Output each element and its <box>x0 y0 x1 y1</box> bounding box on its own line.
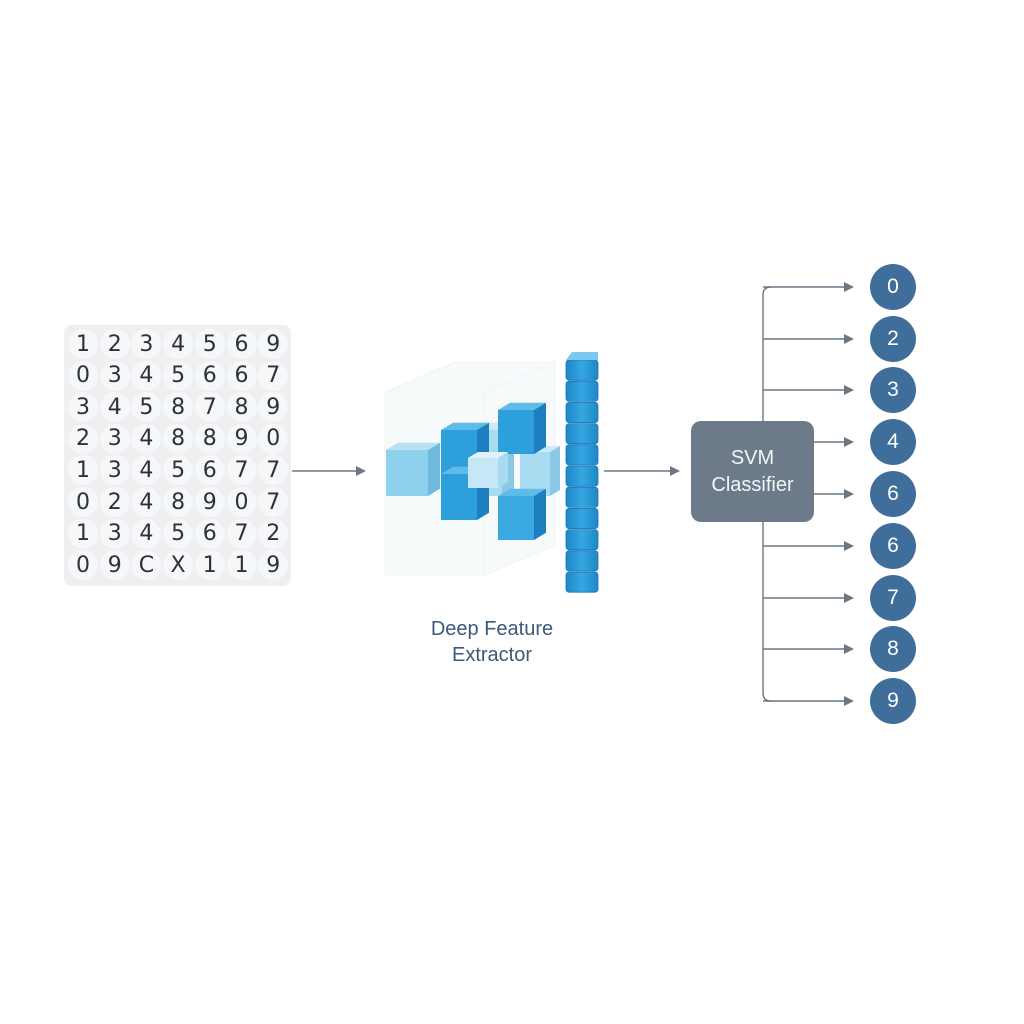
grid-digit: X <box>163 550 194 581</box>
grid-digit: 9 <box>99 550 130 581</box>
feature-vector-cell <box>565 401 599 423</box>
grid-digit: 5 <box>163 455 194 486</box>
grid-digit: 2 <box>99 329 130 359</box>
grid-digit: 5 <box>131 392 162 423</box>
grid-digit: 3 <box>99 423 130 454</box>
grid-digit: 1 <box>68 455 98 486</box>
grid-digit: 4 <box>163 329 194 359</box>
grid-digit: 0 <box>68 360 98 391</box>
grid-digit: 4 <box>131 487 162 517</box>
feature-vector-cell <box>565 529 599 551</box>
grid-digit: 7 <box>194 392 225 423</box>
grid-digit: 7 <box>258 455 289 486</box>
feature-vector-cell <box>565 380 599 402</box>
feature-vector-cap <box>566 352 598 360</box>
grid-digit: 5 <box>163 518 194 549</box>
feature-vector-cell <box>565 359 599 381</box>
grid-digit: 9 <box>194 487 225 517</box>
grid-digit: 6 <box>226 329 257 359</box>
grid-digit: 4 <box>131 455 162 486</box>
grid-digit: 1 <box>68 329 98 359</box>
feature-vector-cell <box>565 550 599 572</box>
output-class-circle: 6 <box>870 523 916 569</box>
extractor-cube <box>386 442 440 496</box>
grid-digit: 4 <box>131 518 162 549</box>
grid-digit: 9 <box>258 329 289 359</box>
grid-digit: 7 <box>258 360 289 391</box>
grid-digit: 3 <box>131 329 162 359</box>
grid-digit: 6 <box>194 518 225 549</box>
grid-digit: 3 <box>99 455 130 486</box>
extractor-cube <box>498 402 546 454</box>
grid-digit: 9 <box>258 550 289 581</box>
grid-digit: 6 <box>194 455 225 486</box>
feature-vector-cell <box>565 486 599 508</box>
grid-digit: 0 <box>226 487 257 517</box>
extractor-cube <box>468 452 508 488</box>
output-class-circle: 2 <box>870 316 916 362</box>
grid-digit: 7 <box>226 455 257 486</box>
grid-digit: 2 <box>258 518 289 549</box>
grid-digit: 8 <box>163 487 194 517</box>
grid-digit: 2 <box>99 487 130 517</box>
extractor-cubes <box>386 402 560 540</box>
grid-digit: 4 <box>131 423 162 454</box>
grid-digit: 2 <box>68 423 98 454</box>
grid-digit: 1 <box>68 518 98 549</box>
grid-digit: 0 <box>68 550 98 581</box>
extractor-label: Deep Feature Extractor <box>430 618 554 666</box>
output-class-circle: 3 <box>870 367 916 413</box>
grid-digit: 3 <box>99 518 130 549</box>
grid-digit: 7 <box>226 518 257 549</box>
grid-digit: 8 <box>226 392 257 423</box>
grid-digit: 4 <box>131 360 162 391</box>
feature-vector-cell <box>565 571 599 593</box>
grid-digit: 1 <box>226 550 257 581</box>
grid-digit: 5 <box>194 329 225 359</box>
svm-classifier-label: SVM Classifier <box>711 446 794 496</box>
grid-digit: 9 <box>226 423 257 454</box>
output-class-circle: 4 <box>870 419 916 465</box>
feature-vector-cell <box>565 507 599 529</box>
grid-digit: 8 <box>194 423 225 454</box>
grid-digit: 8 <box>163 423 194 454</box>
grid-digit: 8 <box>163 392 194 423</box>
feature-vector-cell <box>565 444 599 466</box>
output-class-circle: 6 <box>870 471 916 517</box>
extractor-cube <box>498 488 546 540</box>
output-class-circle: 9 <box>870 678 916 724</box>
grid-digit: 5 <box>163 360 194 391</box>
grid-digit: 0 <box>258 423 289 454</box>
grid-digit: 6 <box>226 360 257 391</box>
grid-digit: 7 <box>258 487 289 517</box>
grid-digit: 0 <box>68 487 98 517</box>
feature-vector-cell <box>565 465 599 487</box>
output-class-circle: 0 <box>870 264 916 310</box>
grid-digit: 6 <box>194 360 225 391</box>
grid-digit: C <box>131 550 162 581</box>
output-class-circle: 7 <box>870 575 916 621</box>
grid-digit: 9 <box>258 392 289 423</box>
feature-vector <box>565 352 599 593</box>
grid-digit: 4 <box>99 392 130 423</box>
grid-digit: 3 <box>68 392 98 423</box>
grid-digit: 3 <box>99 360 130 391</box>
grid-digit: 1 <box>194 550 225 581</box>
svm-classifier-box: SVM Classifier <box>691 421 814 522</box>
feature-vector-cell <box>565 423 599 445</box>
output-class-circle: 8 <box>870 626 916 672</box>
